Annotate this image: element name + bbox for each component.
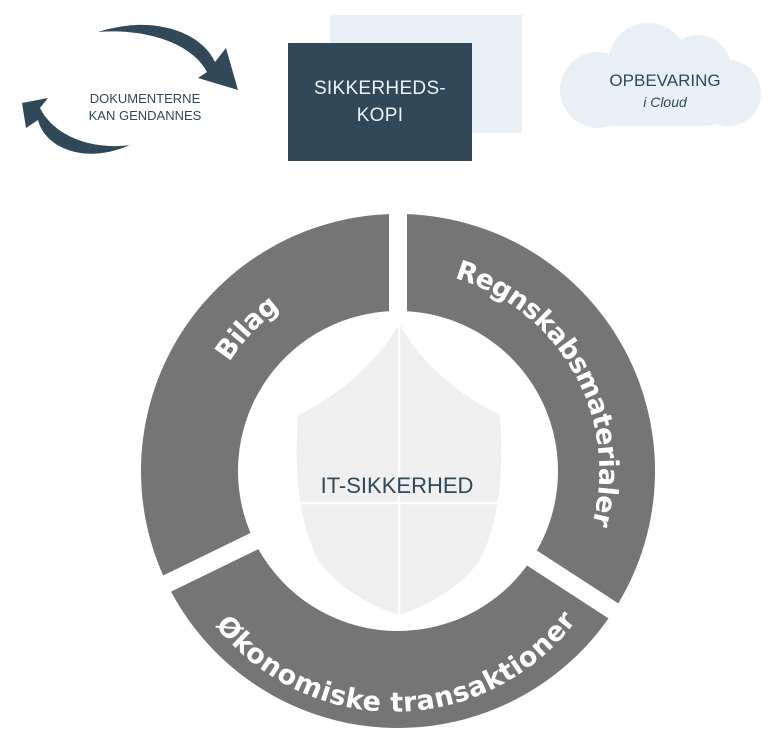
backup-title-line: KOPI [356,105,404,126]
restore-label: DOKUMENTERNE KAN GENDANNES [70,90,220,124]
center-label: IT-SIKKERHED [321,473,474,498]
backup-title-line: SIKKERHEDS- [313,78,447,99]
segment-regnskabsmaterialer [406,214,655,604]
cloud-storage-label: OPBEVARING i Cloud [560,70,768,112]
cloud-icon [560,23,761,128]
restore-arrows-icon [22,24,238,154]
backup-box: SIKKERHEDS- KOPI [288,43,472,161]
cloud-subtitle: i Cloud [643,94,687,110]
segment-okonomiske-transaktioner [171,549,609,728]
segment-bilag [140,214,390,576]
restore-label-line: KAN GENDANNES [88,108,202,123]
restore-label-line: DOKUMENTERNE [89,91,201,106]
shield-icon [296,323,502,615]
cloud-title: OPBEVARING [609,71,721,90]
arrow-down-right-icon [98,24,238,90]
arrow-up-left-icon [22,98,130,154]
